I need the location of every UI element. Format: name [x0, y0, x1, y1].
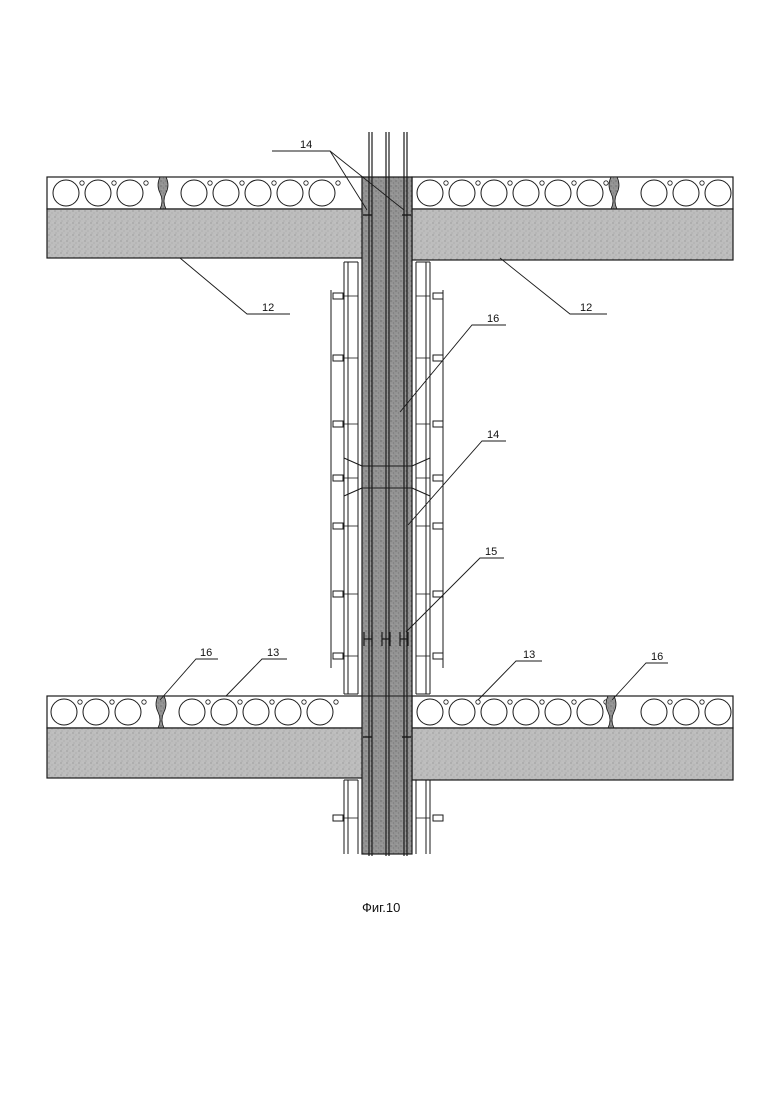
lower-concrete-topping-left: [47, 728, 363, 778]
formwork-clamp: [333, 475, 343, 481]
slab-void: [449, 699, 475, 725]
callout-12-left: 12: [262, 302, 274, 314]
callout-12-right: 12: [580, 302, 592, 314]
slab-void: [309, 180, 335, 206]
strand-hole: [112, 181, 116, 185]
slab-void: [181, 180, 207, 206]
slab-void: [245, 180, 271, 206]
strand-hole: [142, 700, 146, 704]
strand-hole: [508, 700, 512, 704]
strand-hole: [110, 700, 114, 704]
strand-hole: [572, 181, 576, 185]
strand-hole: [508, 181, 512, 185]
slab-void: [513, 699, 539, 725]
strand-hole: [270, 700, 274, 704]
formwork-clamp: [333, 815, 343, 821]
callout-14-mid: 14: [487, 429, 499, 441]
strand-hole: [80, 181, 84, 185]
strand-hole: [572, 700, 576, 704]
callout-13-lower-left: 13: [267, 647, 279, 659]
slab-void: [545, 180, 571, 206]
slab-void: [211, 699, 237, 725]
formwork-clamp: [433, 421, 443, 427]
strand-hole: [334, 700, 338, 704]
slab-void: [83, 699, 109, 725]
formwork-clamp: [333, 355, 343, 361]
slab-void: [51, 699, 77, 725]
formwork-clamp: [433, 523, 443, 529]
formwork-clamp: [433, 815, 443, 821]
slab-void: [545, 699, 571, 725]
lower-slab-voids-left: [51, 699, 338, 725]
strand-hole: [444, 700, 448, 704]
slab-void: [53, 180, 79, 206]
strand-hole: [302, 700, 306, 704]
strand-hole: [206, 700, 210, 704]
slab-void: [179, 699, 205, 725]
lower-concrete-topping-right: [412, 728, 733, 780]
slab-void: [673, 699, 699, 725]
strand-hole: [604, 181, 608, 185]
slab-void: [213, 180, 239, 206]
formwork-clamp: [333, 653, 343, 659]
column: [362, 132, 412, 856]
strand-hole: [272, 181, 276, 185]
callout-16-lower-left: 16: [200, 647, 212, 659]
callout-14-top: 14: [300, 139, 312, 151]
strand-hole: [700, 181, 704, 185]
strand-hole: [78, 700, 82, 704]
callout-13-lower-right: 13: [523, 649, 535, 661]
strand-hole: [336, 181, 340, 185]
slab-void: [481, 180, 507, 206]
strand-hole: [144, 181, 148, 185]
upper-slab-voids-left: [53, 180, 340, 206]
slab-void: [417, 699, 443, 725]
callout-15: 15: [485, 546, 497, 558]
strand-hole: [700, 700, 704, 704]
slab-void: [673, 180, 699, 206]
strand-hole: [540, 181, 544, 185]
upper-concrete-topping-left: [47, 209, 363, 258]
slab-void: [277, 180, 303, 206]
slab-void: [243, 699, 269, 725]
strand-hole: [240, 181, 244, 185]
formwork-clamp: [333, 293, 343, 299]
slab-void: [307, 699, 333, 725]
slab-void: [577, 180, 603, 206]
strand-hole: [476, 700, 480, 704]
slab-void: [85, 180, 111, 206]
formwork-clamp: [333, 421, 343, 427]
slab-void: [641, 180, 667, 206]
strand-hole: [668, 181, 672, 185]
slab-void: [275, 699, 301, 725]
upper-concrete-topping-right: [412, 209, 733, 260]
formwork-clamp: [333, 591, 343, 597]
slab-void: [481, 699, 507, 725]
slab-void: [449, 180, 475, 206]
formwork-clamp: [433, 653, 443, 659]
strand-hole: [444, 181, 448, 185]
slab-void: [417, 180, 443, 206]
slab-void: [115, 699, 141, 725]
formwork-clamp: [433, 475, 443, 481]
slab-void: [117, 180, 143, 206]
strand-hole: [208, 181, 212, 185]
strand-hole: [476, 181, 480, 185]
figure-caption: Фиг.10: [362, 900, 400, 915]
callout-16-column: 16: [487, 313, 499, 325]
slab-void: [641, 699, 667, 725]
strand-hole: [304, 181, 308, 185]
strand-hole: [540, 700, 544, 704]
slab-void: [577, 699, 603, 725]
slab-void: [513, 180, 539, 206]
formwork-clamp: [433, 293, 443, 299]
slab-void: [705, 699, 731, 725]
formwork-clamp: [433, 355, 443, 361]
strand-hole: [238, 700, 242, 704]
strand-hole: [668, 700, 672, 704]
slab-void: [705, 180, 731, 206]
formwork-clamp: [333, 523, 343, 529]
callout-16-lower-right: 16: [651, 651, 663, 663]
